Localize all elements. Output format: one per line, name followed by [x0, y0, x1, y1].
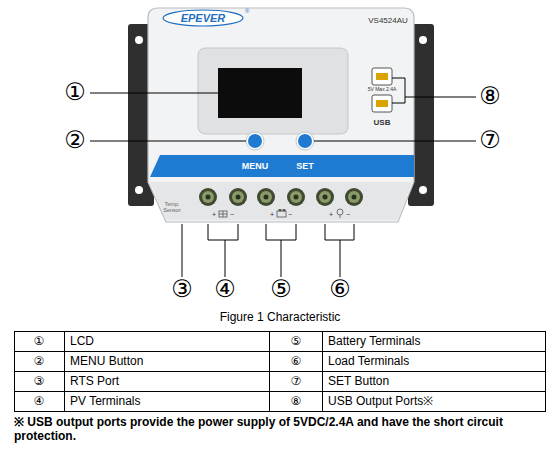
callout-number: ⑦	[479, 127, 501, 155]
leader-lines	[90, 78, 476, 277]
polarity-sign: +	[270, 211, 274, 219]
mounting-hole	[419, 186, 427, 194]
pv-icon	[219, 211, 227, 217]
button-band	[150, 155, 414, 177]
table-cell: MENU Button	[70, 355, 143, 369]
callout-number: ②	[64, 127, 86, 155]
table-cell: ⑦	[291, 375, 302, 389]
usb-port	[372, 68, 392, 85]
menu-button	[248, 134, 262, 148]
port-label: Temp. Sensor	[159, 201, 185, 214]
table-cell: ⑥	[291, 355, 302, 369]
terminal-screws	[199, 188, 363, 206]
button-label: SET	[296, 161, 314, 171]
table-cell: ⑤	[291, 335, 302, 349]
figure-caption: Figure 1 Characteristic	[220, 311, 341, 325]
table-cell: LCD	[70, 335, 94, 349]
table-cell: RTS Port	[70, 375, 119, 389]
table-cell: USB Output Ports※	[328, 395, 433, 409]
lcd-bezel	[198, 48, 348, 134]
polarity-sign: −	[230, 211, 234, 219]
mounting-hole	[135, 186, 143, 194]
lcd-screen	[218, 68, 302, 118]
table-cell: ②	[34, 355, 45, 369]
callout-number: ⑥	[329, 276, 351, 304]
registered-mark: ®	[245, 8, 249, 15]
table-cell: PV Terminals	[70, 395, 140, 409]
polarity-sign: −	[346, 211, 350, 219]
menu-button	[246, 132, 264, 150]
load-icon	[337, 209, 343, 218]
logo-badge	[163, 10, 243, 26]
callout-number: ③	[171, 276, 193, 304]
table-grid	[15, 332, 546, 412]
callout-number: ⑧	[479, 83, 501, 111]
callout-number: ⑤	[270, 276, 292, 304]
housing-lower-face	[150, 182, 412, 220]
polarity-sign: +	[212, 211, 216, 219]
table-cell: Battery Terminals	[328, 335, 420, 349]
polarity-sign: +	[329, 211, 333, 219]
battery-icon	[277, 210, 286, 218]
footnote: ※ USB output ports provide the power sup…	[14, 416, 549, 444]
table-cell: Load Terminals	[328, 355, 409, 369]
table-cell: ④	[34, 395, 45, 409]
mounting-hole	[419, 36, 427, 44]
callout-number: ④	[214, 276, 236, 304]
table-cell: SET Button	[328, 375, 389, 389]
brand-logo: EPEVER	[181, 12, 226, 25]
controller-housing	[148, 8, 414, 222]
table-cell: ⑧	[291, 395, 302, 409]
table-cell: ①	[34, 335, 45, 349]
set-button	[298, 134, 312, 148]
model-number: VS4524AU	[368, 16, 408, 25]
set-button	[296, 132, 314, 150]
usb-port	[372, 95, 392, 112]
mounting-hole	[135, 36, 143, 44]
table-cell: ③	[34, 375, 45, 389]
usb-label: USB	[374, 118, 391, 127]
usb-port	[376, 73, 388, 80]
button-label: MENU	[242, 161, 269, 171]
callout-number: ①	[64, 79, 86, 107]
usb-port	[376, 100, 388, 107]
polarity-sign: −	[288, 211, 292, 219]
usb-rating: 5V Max 2.4A	[368, 87, 397, 93]
